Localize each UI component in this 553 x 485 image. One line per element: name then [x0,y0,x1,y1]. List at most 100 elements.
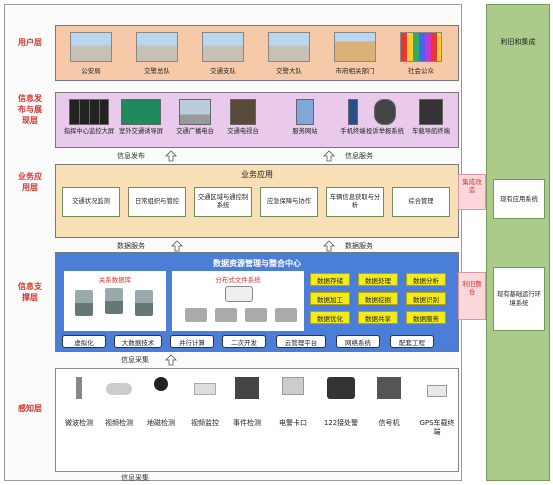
business-box: 日常组织与管控 [128,187,186,217]
data-service-box: 数据共享 [358,311,398,324]
layer-label-data: 信息支撑层 [18,282,42,302]
up-arrow-icon [323,240,335,252]
people-image [400,32,442,62]
video-wall-image [69,99,109,125]
up-arrow-icon [323,150,335,162]
business-box: 综合管理 [392,187,450,217]
tech-box: 并行计算 [170,335,214,348]
info-item: 交通广播电台 [168,99,222,136]
flow-label-data-service-left: 数据服务 [117,242,145,250]
microwave-pole-icon [76,377,82,399]
flow-label-collect-bottom: 信息采集 [121,474,149,482]
reuse-integration-title: 利旧和集成 [500,38,536,46]
data-service-box: 数据处理 [358,273,398,286]
business-box: 应急保障与协作 [260,187,318,217]
layer-label-biz: 业务应用层 [18,172,42,192]
user-item: 交警总队 [132,32,182,75]
info-item: 室外交通诱导屏 [114,99,168,136]
car-navigator-icon [419,99,443,125]
user-item: 交警大队 [264,32,314,75]
data-service-box: 数据服务 [406,311,446,324]
data-service-box: 数据识别 [406,292,446,305]
tech-box: 网络系统 [336,335,380,348]
building-image [334,32,376,62]
data-service-box: 数据存储 [310,273,350,286]
info-item: 交通电视台 [216,99,270,136]
building-image [136,32,178,62]
info-item: 服务网站 [278,99,332,136]
device-item: 电警卡口 [274,377,312,428]
reuse-integration-panel: 利旧和集成 现有应用系统 现有基础运行环境系统 [486,4,550,481]
device-item: 视频监控 [186,377,224,428]
user-layer-band: 公安局 交警总队 交通支队 交警大队 市府相关部门 社会公众 [55,25,459,81]
device-item: 事件检测 [228,377,266,428]
telephone-icon [327,377,355,399]
flow-label-info-service: 信息服务 [345,152,373,160]
device-item: 信号机 [370,377,408,428]
vehicle-icon [427,385,447,397]
data-service-box: 数据加工 [310,292,350,305]
tv-icon [230,99,256,125]
data-service-box: 数据优化 [310,311,350,324]
tech-box: 云管理平台 [276,335,326,348]
business-box: 交通区域与通控制系统 [194,187,252,217]
user-item: 社会公众 [396,32,446,75]
flow-label-collect-top: 信息采集 [121,356,149,364]
user-item: 市府相关部门 [330,32,380,75]
tech-box: 虚拟化 [62,335,106,348]
device-item: 微波检测 [60,377,98,428]
building-image [268,32,310,62]
signal-controller-icon [377,377,401,399]
database-icon [135,290,153,316]
info-item: 指挥中心监控大屏 [62,99,116,136]
device-item: 地磁检测 [142,377,180,428]
info-publish-layer-band: 指挥中心监控大屏 室外交通诱导屏 交通广播电台 交通电视台 服务网站 手机终端 … [55,92,459,148]
architecture-frame: 用户层 信息发布与展现层 业务应用层 信息支撑层 感知层 公安局 交警总队 交通… [4,4,462,482]
tech-box: 大数据技术 [114,335,162,348]
business-box: 车辆信息获取与分析 [326,187,384,217]
distributed-fs-panel: 分布式文件系统 [172,271,304,331]
building-image [202,32,244,62]
layer-label-perception: 感知层 [18,404,42,413]
server-icon [225,286,253,302]
camera-icon [106,383,132,395]
building-image [70,32,112,62]
reuse-arrow: 利旧整合 [456,270,488,322]
data-center-title: 数据资源管理与整合中心 [213,259,301,268]
info-item: 车载导航终端 [404,99,458,136]
flow-label-info-publish: 信息发布 [117,152,145,160]
up-arrow-icon [165,150,177,162]
info-item: 投诉举报系统 [358,99,412,136]
relational-db-panel: 关系数据库 [64,271,166,331]
radio-tower-image [179,99,211,125]
data-service-box: 数据分析 [406,273,446,286]
server-icon [215,308,237,322]
user-item: 交通支队 [198,32,248,75]
headset-icon [374,99,396,125]
server-icon [185,308,207,322]
web-icon [296,99,314,125]
device-item: GPS车载终端 [418,377,456,437]
business-title: 业务应用 [241,170,273,179]
phone-icon [348,99,358,125]
server-icon [245,308,267,322]
up-arrow-icon [165,354,177,366]
guidance-screen-image [121,99,161,125]
database-icon [75,290,93,316]
existing-env-box: 现有基础运行环境系统 [493,267,545,331]
business-box: 交通状况监测 [62,187,120,217]
user-item: 公安局 [66,32,116,75]
up-arrow-icon [171,240,183,252]
data-service-box: 数据挖掘 [358,292,398,305]
server-icon [275,308,297,322]
data-support-layer-band: 数据资源管理与整合中心 关系数据库 分布式文件系统 数据存储 数据处理 数据分析… [55,252,459,352]
info-item: 手机终端 [326,99,380,136]
tech-box: 配套工程 [390,335,434,348]
perception-layer-band: 微波检测 视频检测 地磁检测 视频监控 事件检测 电警卡口 122接处警 信号机… [55,368,459,472]
integration-arrow: 集成改造 [456,172,488,212]
tech-box: 二次开发 [222,335,266,348]
existing-apps-box: 现有应用系统 [493,179,545,219]
device-item: 122接处警 [322,377,360,428]
business-layer-band: 业务应用 交通状况监测 日常组织与管控 交通区域与通控制系统 应急保障与协作 车… [55,164,459,238]
layer-label-user: 用户层 [18,38,42,47]
